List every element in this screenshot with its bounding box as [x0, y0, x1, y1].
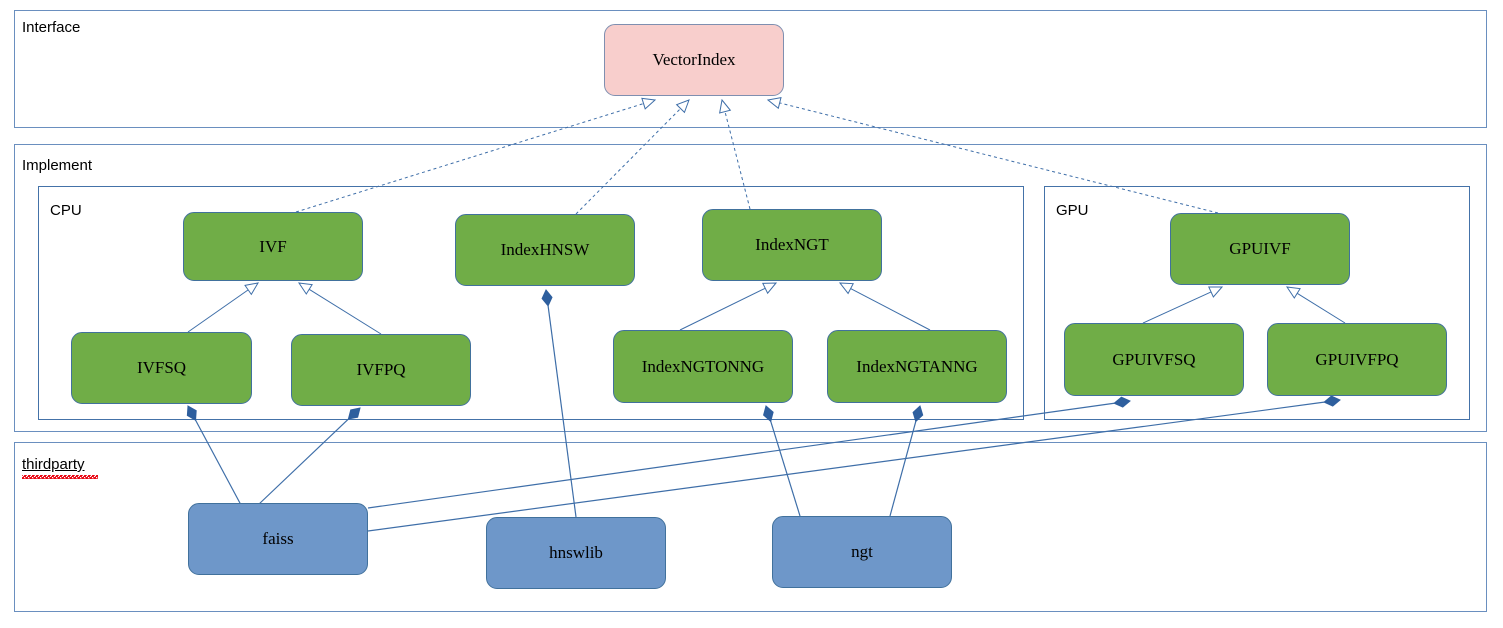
node-label-indexhnsw: IndexHNSW — [500, 240, 590, 259]
container-label-implement: Implement — [22, 157, 93, 174]
node-indexngtonng[interactable]: IndexNGTONNG — [613, 330, 793, 403]
node-label-indexngtonng: IndexNGTONNG — [641, 356, 765, 376]
node-label-gpuivfpq: GPUIVFPQ — [1315, 349, 1399, 369]
node-indexhnsw[interactable]: IndexHNSW — [455, 214, 635, 286]
node-gpuivfsq[interactable]: GPUIVFSQ — [1064, 323, 1244, 396]
container-label-gpu: GPU — [1056, 202, 1089, 219]
node-ivfsq[interactable]: IVFSQ — [71, 332, 252, 404]
container-interface — [14, 10, 1487, 128]
node-label-gpuivf: GPUIVF — [1229, 239, 1291, 258]
node-ivf[interactable]: IVF — [183, 212, 363, 281]
node-label-indexngtanng: IndexNGTANNG — [856, 356, 978, 376]
node-faiss[interactable]: faiss — [188, 503, 368, 575]
node-label-ivfpq: IVFPQ — [356, 360, 406, 379]
node-label-ivfsq: IVFSQ — [136, 358, 187, 377]
node-ngt[interactable]: ngt — [772, 516, 952, 588]
node-indexngt[interactable]: IndexNGT — [702, 209, 882, 281]
node-label-ivf: IVF — [259, 236, 287, 256]
node-vectorindex[interactable]: VectorIndex — [604, 24, 784, 96]
node-label-vectorindex: VectorIndex — [652, 50, 736, 69]
node-hnswlib[interactable]: hnswlib — [486, 517, 666, 589]
node-ivfpq[interactable]: IVFPQ — [291, 334, 471, 406]
node-label-faiss: faiss — [262, 529, 294, 548]
container-label-cpu: CPU — [50, 202, 82, 219]
node-label-gpuivfsq: GPUIVFSQ — [1112, 349, 1196, 369]
node-label-indexngt: IndexNGT — [755, 235, 829, 254]
container-label-interface: Interface — [22, 19, 81, 36]
node-indexngtanng[interactable]: IndexNGTANNG — [827, 330, 1007, 403]
node-label-hnswlib: hnswlib — [549, 543, 603, 562]
node-gpuivf[interactable]: GPUIVF — [1170, 213, 1350, 285]
node-label-ngt: ngt — [851, 542, 873, 561]
container-label-thirdparty: thirdparty — [22, 456, 85, 473]
node-gpuivfpq[interactable]: GPUIVFPQ — [1267, 323, 1447, 396]
